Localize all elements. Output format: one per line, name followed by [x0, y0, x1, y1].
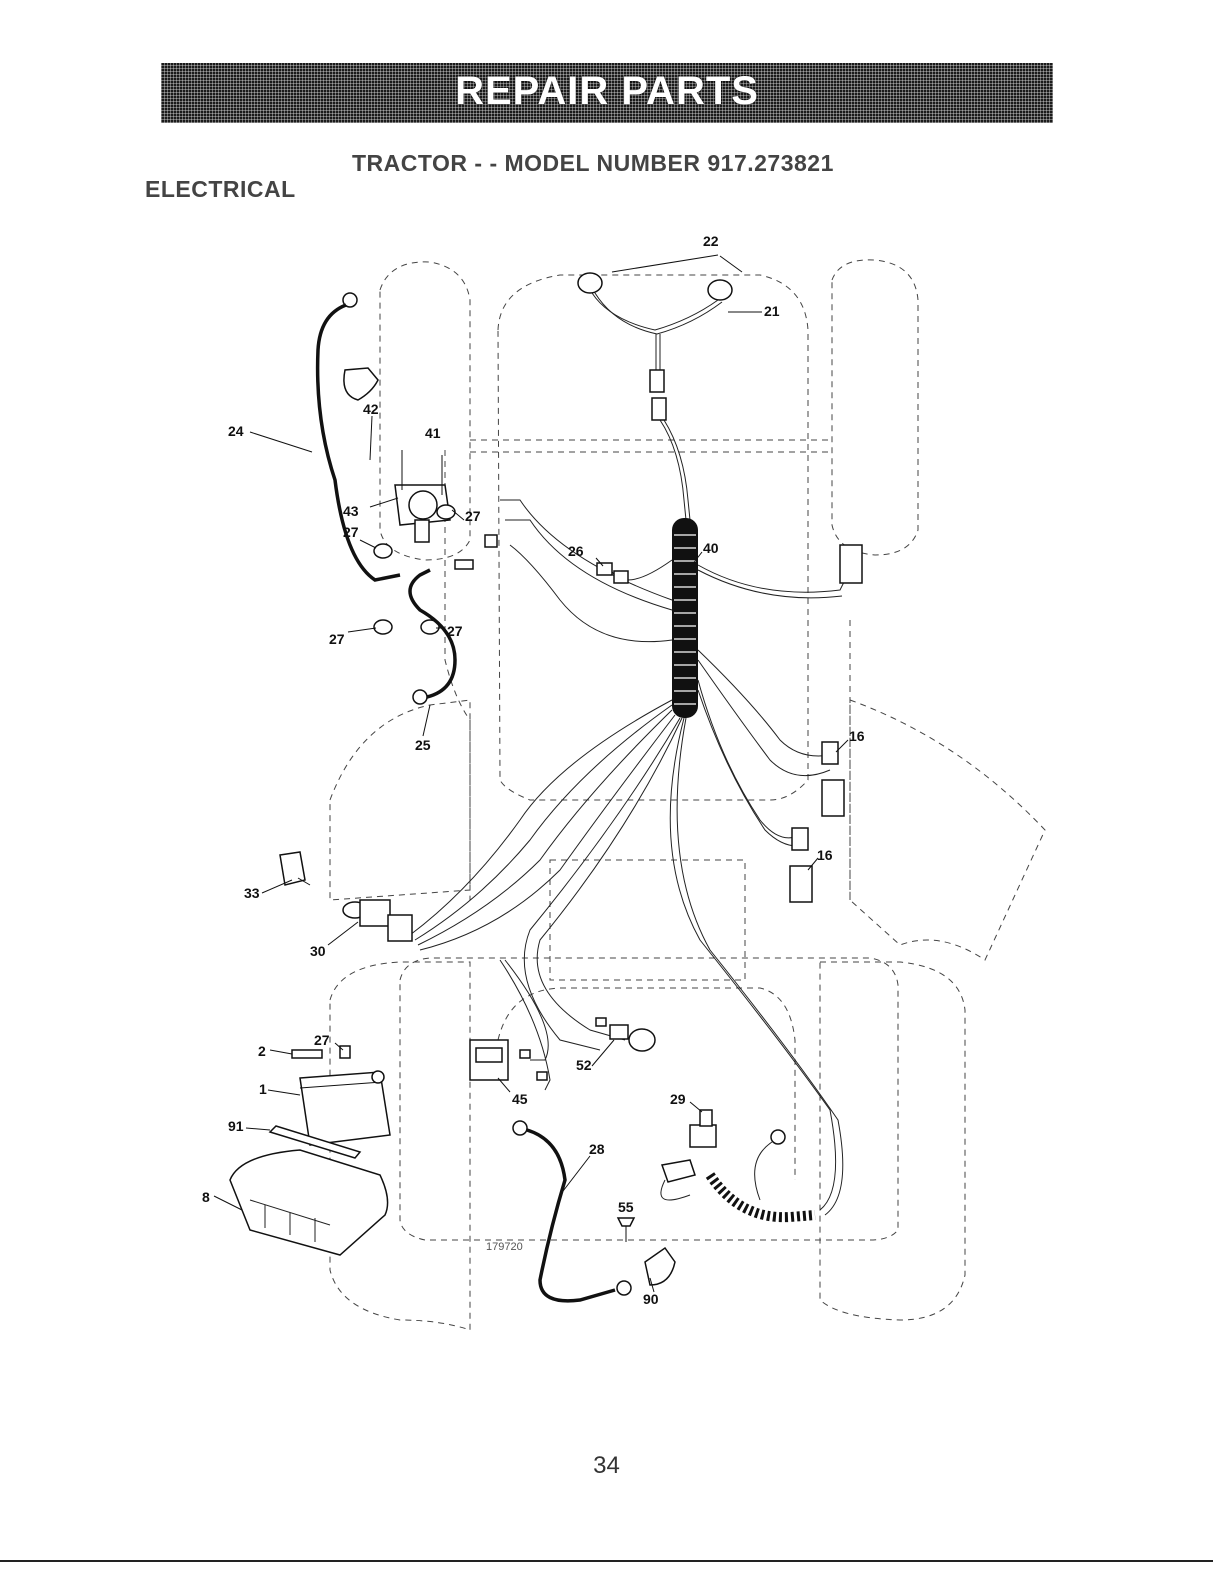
callout-27-b: 27 — [465, 508, 481, 524]
starter-cable — [661, 1110, 815, 1217]
callout-24: 24 — [228, 423, 244, 439]
front-right-connector — [840, 545, 862, 583]
callout-91: 91 — [228, 1118, 244, 1134]
callout-45: 45 — [512, 1091, 528, 1107]
callout-1: 1 — [259, 1081, 267, 1097]
callout-55: 55 — [618, 1199, 634, 1215]
callout-labels: 22 21 24 42 41 43 27 27 26 40 27 27 25 1… — [202, 233, 865, 1307]
headlight-harness — [578, 273, 732, 520]
deck-right — [850, 700, 1045, 960]
callout-90: 90 — [643, 1291, 659, 1307]
callout-22: 22 — [703, 233, 719, 249]
callout-26: 26 — [568, 543, 584, 559]
callout-40: 40 — [703, 540, 719, 556]
switch-16-lower — [790, 828, 812, 902]
callout-42: 42 — [363, 401, 379, 417]
callout-27-c: 27 — [329, 631, 345, 647]
front-right-wheel — [832, 260, 918, 555]
wire-loom — [672, 518, 698, 718]
callout-33: 33 — [244, 885, 260, 901]
callout-27-d: 27 — [447, 623, 463, 639]
ignition-switch — [343, 900, 412, 941]
callout-25: 25 — [415, 737, 431, 753]
callout-29: 29 — [670, 1091, 686, 1107]
hood-outline — [498, 275, 808, 800]
callout-52: 52 — [576, 1057, 592, 1073]
front-axle — [470, 440, 832, 452]
switch-16-upper — [822, 742, 844, 816]
ignition-key — [280, 852, 310, 885]
rear-right-wheel — [820, 962, 965, 1320]
hourmeter — [470, 1040, 508, 1080]
bolt-and-boot — [618, 1218, 675, 1285]
callout-30: 30 — [310, 943, 326, 959]
callout-27-e: 27 — [314, 1032, 330, 1048]
callout-16-a: 16 — [849, 728, 865, 744]
page-number: 34 — [0, 1452, 1213, 1480]
ground-cable — [513, 1121, 631, 1301]
callout-21: 21 — [764, 303, 780, 319]
bottom-rule — [0, 1560, 1213, 1562]
seat-area — [550, 860, 745, 980]
figure-id: 179720 — [486, 1241, 523, 1253]
callout-41: 41 — [425, 425, 441, 441]
connector-26 — [597, 563, 628, 583]
main-harness-wires — [410, 500, 850, 1215]
callout-2: 2 — [258, 1043, 266, 1059]
battery-assembly — [230, 1046, 390, 1255]
callout-43: 43 — [343, 503, 359, 519]
callout-8: 8 — [202, 1189, 210, 1205]
deck-left — [330, 700, 470, 900]
callout-27-a: 27 — [343, 524, 359, 540]
callout-28: 28 — [589, 1141, 605, 1157]
callout-16-b: 16 — [817, 847, 833, 863]
